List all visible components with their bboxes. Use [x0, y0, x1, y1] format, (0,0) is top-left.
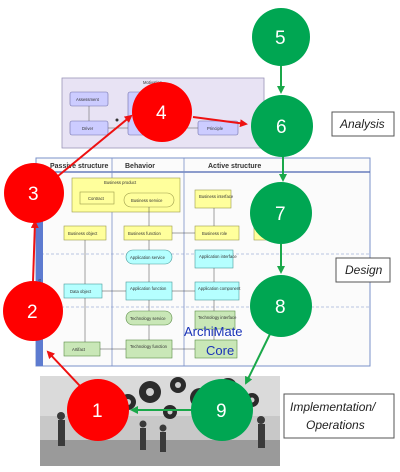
business-role-label: Business role	[202, 231, 228, 236]
green-arrows	[130, 64, 287, 414]
phase-design-label: Design	[345, 263, 383, 277]
archimate-core-label-line2: Core	[206, 343, 234, 358]
arrow-3-to-4	[57, 114, 133, 177]
artifact-label: Artifact	[72, 347, 86, 352]
business-product-label: Business product	[104, 180, 137, 185]
phase-implementation-label-line2: Operations	[306, 418, 365, 432]
phase-implementation-label-line1: Implementation/	[290, 400, 377, 414]
business-interface-element	[194, 189, 232, 209]
node-4: 4	[132, 82, 192, 142]
arrow-4-to-6	[192, 116, 248, 128]
arrow-1-to-2	[46, 350, 81, 387]
technology-function-element	[125, 339, 173, 359]
contract-element	[79, 191, 115, 205]
application-function-label: Application function	[130, 286, 167, 291]
phase-analysis-label: Analysis	[339, 117, 385, 131]
driver-label: Driver	[82, 126, 94, 131]
node-3: 3	[4, 163, 64, 223]
phase-implementation: Implementation/ Operations	[283, 393, 395, 439]
node-1: 1	[67, 379, 129, 441]
node-4-label: 4	[156, 103, 167, 124]
technology-interface-label: Technology interface	[198, 315, 237, 320]
node-8-label: 8	[275, 297, 286, 318]
node-9-label: 9	[216, 401, 227, 422]
archimate-core-label-line1: ArchiMate	[184, 324, 243, 339]
application-function-element	[125, 281, 173, 301]
process-nodes: 5 6 7 8 9 4 3 2	[3, 8, 313, 441]
active-structure-header: Active structure	[208, 163, 261, 170]
node-3-label: 3	[28, 184, 39, 205]
phase-analysis: Analysis	[331, 111, 395, 137]
archimate-framework: Information Passive structure Behavior A…	[35, 157, 371, 367]
business-object-label: Business object	[68, 231, 98, 236]
node-6-label: 6	[276, 117, 287, 138]
application-component-label: Application component	[198, 286, 241, 291]
business-function-label: Business function	[128, 231, 161, 236]
node-8: 8	[250, 275, 312, 337]
node-9: 9	[191, 379, 253, 441]
principle-label: Principle	[207, 126, 224, 131]
node-7: 7	[250, 182, 312, 244]
motivation-title: Motivation	[143, 80, 163, 85]
node-6: 6	[251, 95, 313, 157]
framework-connectors	[84, 207, 215, 350]
arrow-2-to-3	[30, 220, 39, 283]
node-5-label: 5	[275, 28, 286, 49]
node-7-label: 7	[275, 204, 286, 225]
business-interface-label: Business interface	[199, 194, 234, 199]
phase-design: Design	[335, 257, 391, 283]
arrow-8-to-9	[245, 333, 271, 385]
node-2: 2	[3, 281, 63, 341]
behavior-header: Behavior	[125, 163, 155, 170]
contract-label: Contract	[88, 196, 105, 201]
information-side-bar	[36, 172, 43, 366]
people-silhouettes	[57, 412, 265, 452]
technology-service-label: Technology service	[130, 316, 166, 321]
assessment-label: Assessment	[76, 97, 100, 102]
node-2-label: 2	[27, 302, 38, 323]
red-arrows	[30, 114, 248, 387]
application-service-label: Application service	[130, 255, 166, 260]
application-interface-element	[194, 249, 234, 269]
data-object-label: Data object	[70, 289, 92, 294]
technology-function-label: Technology function	[130, 344, 168, 349]
technology-interface-element	[194, 310, 236, 330]
application-interface-label: Application interface	[199, 254, 237, 259]
passive-structure-header: Passive structure	[50, 163, 108, 170]
application-component-element	[194, 281, 240, 301]
node-1-label: 1	[92, 401, 103, 422]
business-service-label: Business service	[131, 198, 163, 203]
node-5: 5	[252, 8, 310, 66]
